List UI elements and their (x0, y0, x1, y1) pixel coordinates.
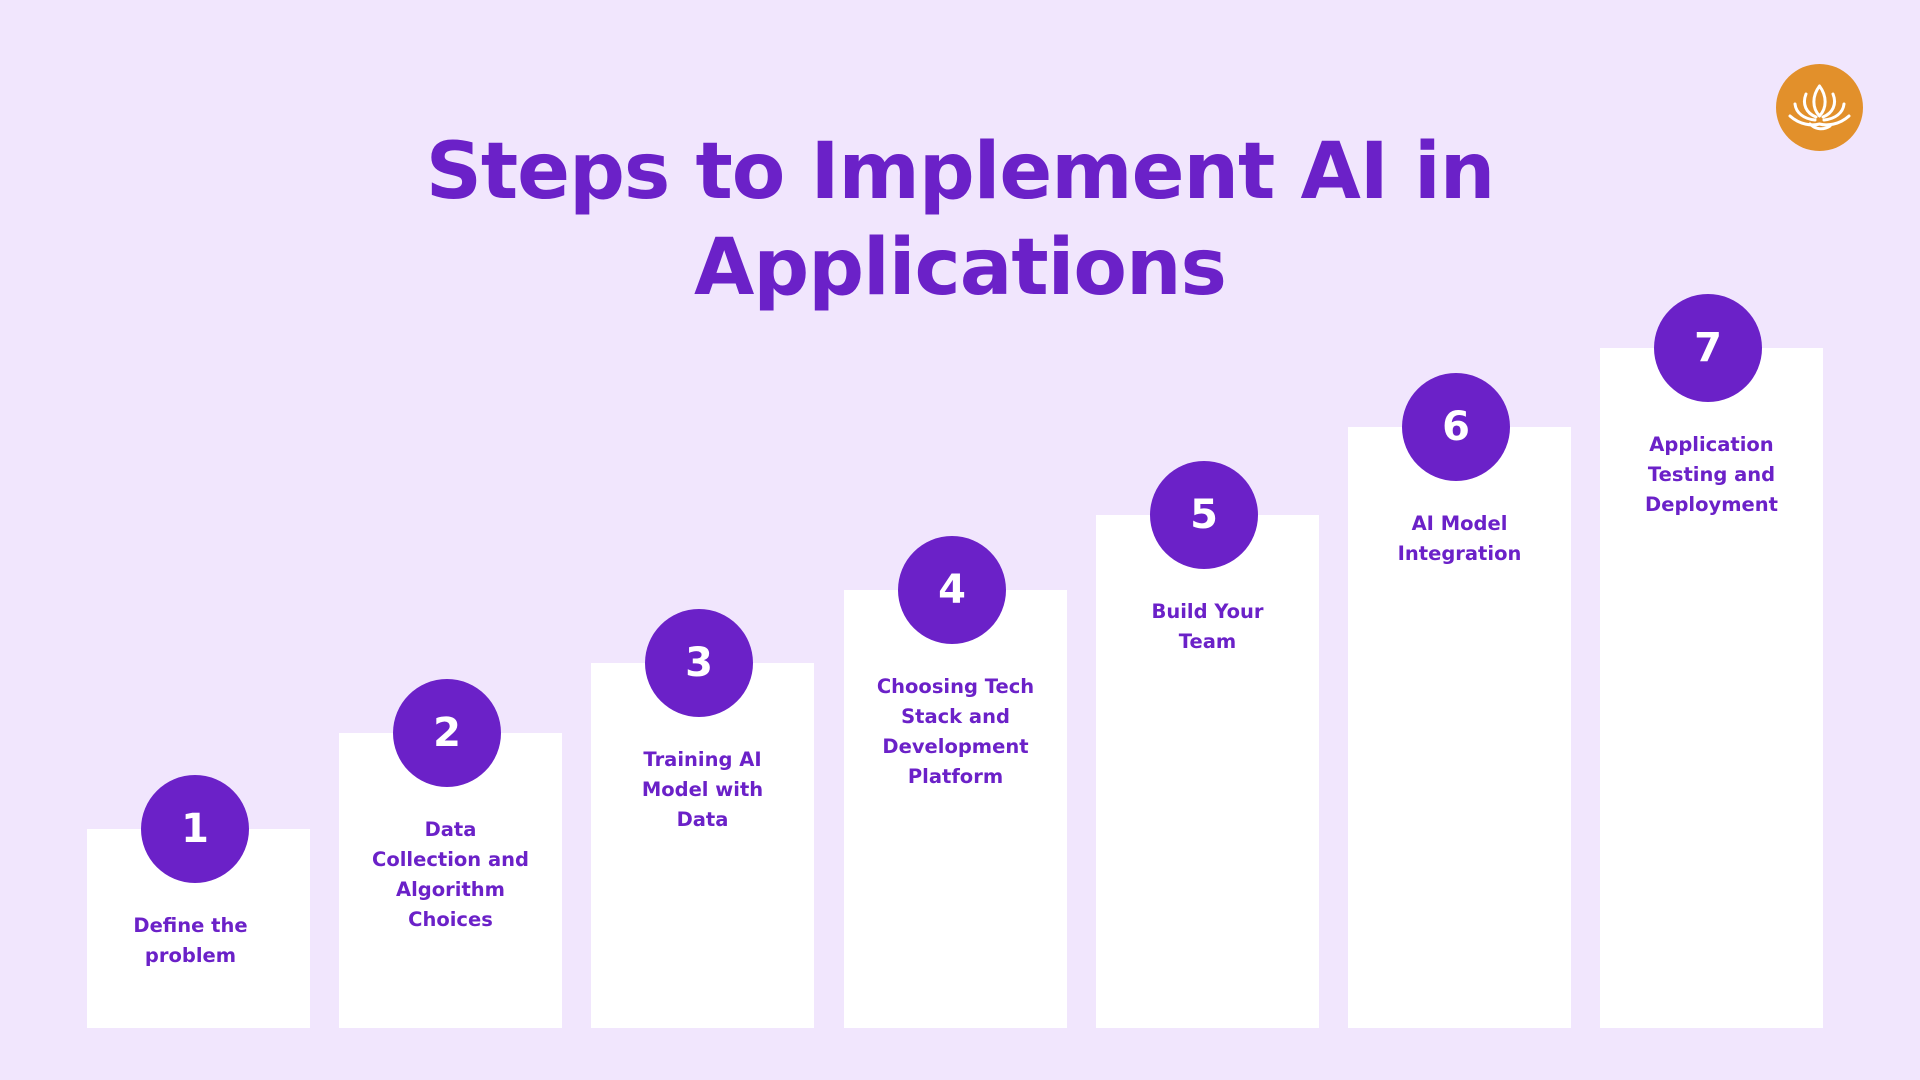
step-number-badge: 6 (1402, 373, 1510, 481)
step-number-badge: 3 (645, 609, 753, 717)
step-number-badge: 7 (1654, 294, 1762, 402)
page-title: Steps to Implement AI in Applications (0, 124, 1920, 316)
step-label: Data Collection and Algorithm Choices (372, 818, 529, 931)
step-number-badge: 5 (1150, 461, 1258, 569)
step-label: Application Testing and Deployment (1645, 433, 1778, 516)
step-card-1: 1 Define the problem (87, 775, 310, 1028)
step-number-badge: 4 (898, 536, 1006, 644)
step-card-3: 3 Training AI Model with Data (591, 609, 814, 1028)
title-line-2: Applications (694, 223, 1227, 313)
step-number-badge: 2 (393, 679, 501, 787)
step-card-2: 2 Data Collection and Algorithm Choices (339, 679, 562, 1028)
step-label: AI Model Integration (1397, 512, 1522, 565)
title-line-1: Steps to Implement AI in (425, 127, 1496, 217)
step-label: Define the problem (133, 914, 248, 967)
step-card-4: 4 Choosing Tech Stack and Development Pl… (844, 536, 1067, 1028)
step-card-7: 7 Application Testing and Deployment (1600, 294, 1823, 1028)
step-label: Build Your Team (1151, 600, 1264, 653)
step-card-5: 5 Build Your Team (1096, 461, 1319, 1028)
lotus-icon (1788, 84, 1851, 131)
brand-logo (1776, 64, 1863, 151)
step-label: Training AI Model with Data (641, 748, 764, 831)
step-card-6: 6 AI Model Integration (1348, 373, 1571, 1028)
step-label: Choosing Tech Stack and Development Plat… (876, 675, 1035, 788)
step-number-badge: 1 (141, 775, 249, 883)
